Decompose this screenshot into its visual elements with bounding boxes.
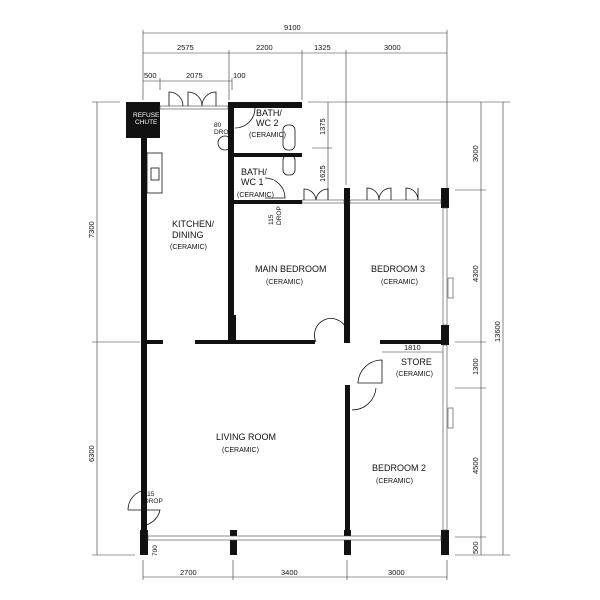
- living-room-floor: (CERAMIC): [222, 447, 259, 454]
- dim-total-height: 13600: [493, 321, 502, 342]
- dim-bath: 1375: [318, 118, 327, 135]
- dim-left: 6300: [87, 445, 96, 462]
- store-floor: (CERAMIC): [396, 371, 433, 378]
- bath1-floor: (CERAMIC): [237, 192, 274, 199]
- dim-bottom: 3400: [281, 568, 298, 577]
- dim-detail: 100: [233, 71, 246, 80]
- dim-right: 4500: [471, 457, 480, 474]
- refuse-chute-label-1: REFUSE: [133, 112, 160, 119]
- dim-right: 4300: [471, 265, 480, 282]
- dim-detail: 2075: [186, 71, 203, 80]
- bedroom2-floor: (CERAMIC): [376, 478, 413, 485]
- kitchen-label-1: KITCHEN/: [172, 219, 215, 229]
- dim-detail: 500: [144, 71, 157, 80]
- bedroom3-floor: (CERAMIC): [381, 279, 418, 286]
- dim-offset: 700: [152, 545, 159, 556]
- dim-bath: 1625: [318, 165, 327, 182]
- bedroom2-label: BEDROOM 2: [372, 463, 426, 473]
- store-label: STORE: [401, 357, 432, 367]
- dim-top: 2200: [256, 43, 273, 52]
- dim-bottom: 2700: [180, 568, 197, 577]
- dim-bottom: 3000: [388, 568, 405, 577]
- main-bedroom-label: MAIN BEDROOM: [255, 264, 327, 274]
- dim-top: 1325: [314, 43, 331, 52]
- dim-right: 1300: [471, 358, 480, 375]
- walls: [126, 102, 449, 555]
- room-labels: REFUSE CHUTE KITCHEN/ DINING (CERAMIC) B…: [133, 108, 433, 505]
- dimension-labels: 9100 2575 2200 1325 3000 500 2075 100 73…: [87, 23, 502, 577]
- kitchen-label-2: DINING: [172, 230, 204, 240]
- dim-top: 2575: [177, 43, 194, 52]
- bath2-label-1: BATH/: [256, 108, 282, 118]
- dim-right: 3000: [471, 145, 480, 162]
- drop-115-value: 115: [268, 214, 275, 225]
- refuse-chute-label-2: CHUTE: [135, 119, 158, 126]
- living-room-label: LIVING ROOM: [216, 432, 276, 442]
- kitchen-floor: (CERAMIC): [170, 244, 207, 251]
- drop-80-label: DROP: [214, 129, 233, 136]
- windows-and-doors: [127, 91, 454, 541]
- dimension-lines: [92, 30, 510, 580]
- drop-115-living-value: 115: [144, 491, 155, 498]
- bath2-floor: (CERAMIC): [249, 132, 286, 139]
- dim-total-width: 9100: [284, 23, 301, 32]
- dim-top: 3000: [384, 43, 401, 52]
- dim-right: 500: [471, 541, 480, 554]
- drop-115-label: DROP: [276, 206, 283, 225]
- bath1-label-1: BATH/: [241, 167, 267, 177]
- drop-80-value: 80: [214, 122, 222, 129]
- main-bedroom-floor: (CERAMIC): [266, 279, 303, 286]
- bedroom3-label: BEDROOM 3: [371, 264, 425, 274]
- dim-store: 1810: [404, 343, 421, 352]
- bath2-label-2: WC 2: [256, 118, 279, 128]
- dim-left: 7300: [87, 221, 96, 238]
- bath1-label-2: WC 1: [241, 177, 264, 187]
- drop-115-living-label: DROP: [144, 498, 163, 505]
